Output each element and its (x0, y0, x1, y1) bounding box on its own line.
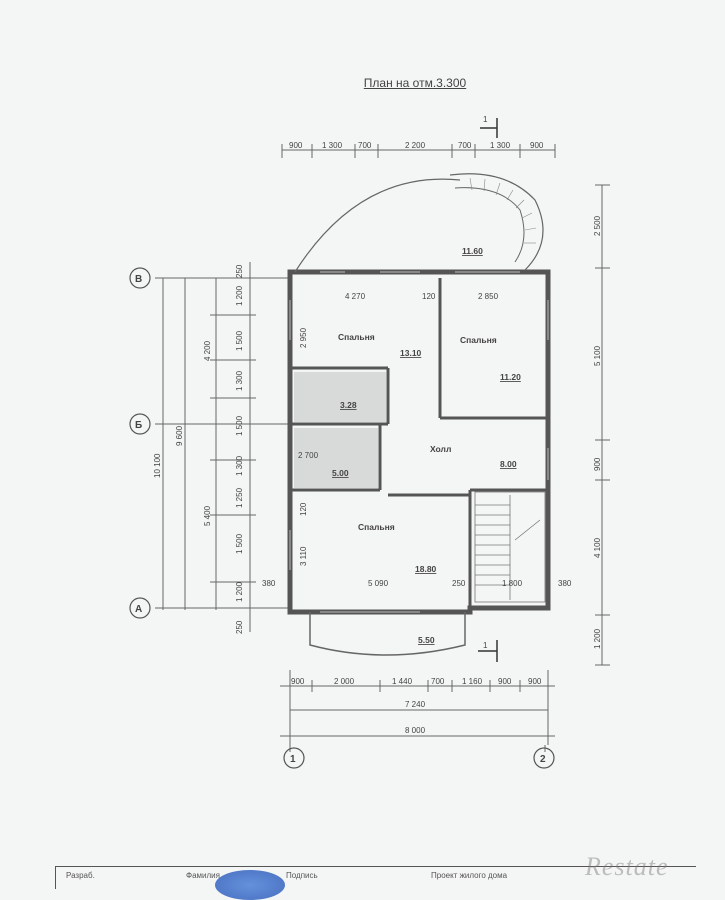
title-block-col-4: Проект жилого дома (431, 871, 508, 880)
dim-right-2: 900 (593, 457, 602, 471)
room-area-bath-2: 5.00 (332, 468, 349, 478)
dim-inner-11: 120 (299, 502, 308, 516)
dim-inner-8: 380 (262, 579, 276, 588)
bathroom-1-fill (294, 372, 386, 422)
stair-top-area: 11.60 (462, 246, 483, 256)
watermark-logo: Restate (585, 852, 669, 881)
axis-label-a: А (135, 604, 142, 615)
room-area-bedroom-2: 11.20 (500, 372, 521, 382)
dim-bottom-5: 900 (498, 677, 512, 686)
dim-bottom-3: 700 (431, 677, 445, 686)
dim-total-8000: 8 000 (405, 726, 426, 735)
axis-label-1: 1 (290, 754, 296, 765)
section-mark-top: 1 (483, 115, 488, 124)
stamp-mark (215, 870, 285, 900)
axis-label-b: Б (135, 420, 142, 431)
axis-label-2: 2 (540, 754, 546, 765)
axis-label-v: В (135, 274, 142, 285)
dim-inner-2: 2 850 (478, 292, 499, 301)
dim-inner-5: 5 090 (368, 579, 389, 588)
dim-bottom-4: 1 160 (462, 677, 483, 686)
room-area-bedroom-3: 18.80 (415, 564, 437, 574)
room-name-bedroom-3: Спальня (358, 522, 395, 532)
dim-total-7240: 7 240 (405, 700, 426, 709)
dim-inner-10: 3 110 (299, 546, 308, 566)
dim-left-inner-7: 1 500 (235, 533, 244, 554)
dim-top-6: 900 (530, 141, 544, 150)
dim-left-outer-0: 10 100 (153, 453, 162, 478)
title-block-col-2: Фамилия (186, 871, 220, 880)
room-area-bath-1: 3.28 (340, 400, 357, 410)
room-name-bedroom-2: Спальня (460, 335, 497, 345)
dim-bottom-0: 900 (291, 677, 305, 686)
plan-title: План на отм.3.300 (363, 76, 467, 90)
title-block: Разраб. Фамилия Подпись Проект жилого до… (55, 866, 696, 889)
dim-right-4: 1 200 (593, 628, 602, 649)
dim-top-0: 900 (289, 141, 303, 150)
dim-right-1: 5 100 (593, 345, 602, 366)
dim-left-mid-1: 5 400 (203, 505, 212, 526)
dim-bottom-2: 1 440 (392, 677, 413, 686)
dim-left-outer-1: 9 600 (175, 425, 184, 446)
balcony-arc-top (294, 178, 461, 273)
dim-top-1: 1 300 (322, 141, 343, 150)
dim-inner-6: 250 (452, 579, 466, 588)
windows (289, 271, 549, 613)
room-area-hall: 8.00 (500, 459, 517, 469)
dim-inner-0: 4 270 (345, 292, 366, 301)
dim-inner-7: 1 800 (502, 579, 523, 588)
dim-left-mid-0: 4 200 (203, 340, 212, 361)
room-name-bedroom-1: Спальня (338, 332, 375, 342)
dim-top-2: 700 (358, 141, 372, 150)
dim-left-inner-9: 250 (235, 620, 244, 634)
balcony-bottom (309, 612, 466, 656)
dim-left-inner-4: 1 500 (235, 415, 244, 436)
dim-left-inner-5: 1 300 (235, 455, 244, 476)
axis-marker-a (129, 597, 151, 619)
stairwell (474, 491, 546, 603)
dim-bottom-1: 2 000 (334, 677, 355, 686)
balcony-area: 5.50 (418, 635, 435, 645)
dim-left-inner-8: 1 200 (235, 581, 244, 602)
room-area-bedroom-1: 13.10 (400, 348, 422, 358)
dim-inner-4: 2 700 (298, 451, 319, 460)
dim-inner-1: 120 (422, 292, 436, 301)
bathroom-2-fill (294, 428, 378, 488)
dim-left-inner-2: 1 500 (235, 330, 244, 351)
section-mark-bottom: 1 (483, 641, 488, 650)
axis-marker-1 (283, 747, 305, 769)
dim-right-3: 4 100 (593, 537, 602, 558)
axis-marker-b (129, 413, 151, 435)
dim-left-inner-0: 250 (235, 264, 244, 278)
dim-bottom-6: 900 (528, 677, 542, 686)
dim-inner-9: 380 (558, 579, 572, 588)
title-block-col-3: Подпись (286, 871, 318, 880)
axis-marker-v (129, 267, 151, 289)
dim-top-5: 1 300 (490, 141, 511, 150)
dim-left-inner-3: 1 300 (235, 370, 244, 391)
room-name-hall: Холл (430, 444, 451, 454)
title-block-col-1: Разраб. (66, 871, 95, 880)
dim-left-inner-6: 1 250 (235, 487, 244, 508)
dim-top-3: 2 200 (405, 141, 426, 150)
dim-inner-3: 2 950 (299, 327, 308, 348)
dim-top-4: 700 (458, 141, 472, 150)
axis-marker-2 (533, 747, 555, 769)
dim-left-inner-1: 1 200 (235, 285, 244, 306)
dim-right-0: 2 500 (593, 215, 602, 236)
spiral-stair-outer (449, 173, 544, 271)
